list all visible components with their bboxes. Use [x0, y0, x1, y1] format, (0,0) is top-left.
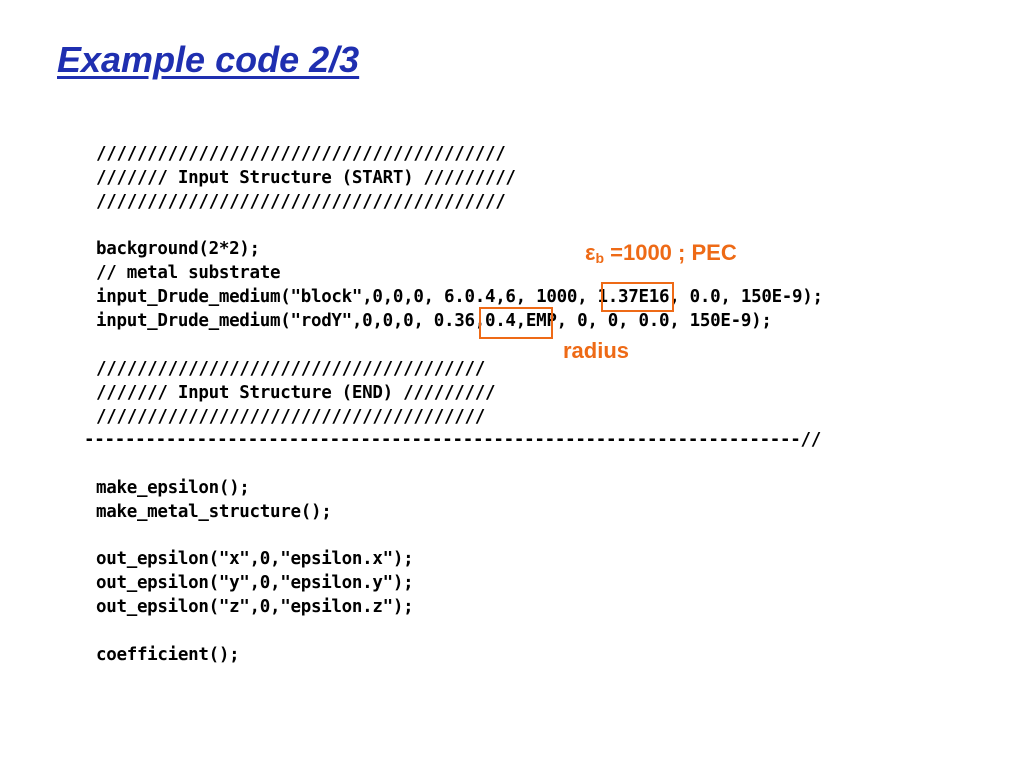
highlight-box-radius: [479, 307, 553, 339]
code-line: coefficient();: [96, 645, 240, 665]
epsilon-annotation: εb =1000 ; PEC: [585, 240, 737, 266]
epsilon-symbol: ε: [585, 240, 596, 265]
epsilon-subscript: b: [595, 250, 605, 266]
code-line: //////////////////////////////////////: [96, 359, 485, 379]
code-line: make_epsilon();: [96, 478, 250, 498]
slide-title: Example code 2/3: [57, 39, 360, 80]
code-line: background(2*2);: [96, 239, 260, 259]
highlight-box-epsilon: [601, 282, 674, 312]
code-line: ////////////////////////////////////////: [96, 144, 506, 164]
epsilon-value: =1000 ; PEC: [604, 240, 737, 265]
code-line: /////// Input Structure (START) ////////…: [96, 168, 516, 188]
code-line: out_epsilon("z",0,"epsilon.z");: [96, 597, 414, 617]
radius-annotation: radius: [563, 338, 630, 363]
code-line: make_metal_structure();: [96, 502, 332, 522]
code-line: ////////////////////////////////////////: [96, 192, 506, 212]
code-line: out_epsilon("y",0,"epsilon.y");: [96, 573, 414, 593]
code-line: out_epsilon("x",0,"epsilon.x");: [96, 549, 414, 569]
code-line: /////// Input Structure (END) /////////: [96, 383, 496, 403]
code-line: input_Drude_medium("block",0,0,0, 6.0.4,…: [96, 287, 823, 307]
code-line: ----------------------------------------…: [84, 430, 821, 450]
code-line: //////////////////////////////////////: [96, 407, 485, 427]
code-line: input_Drude_medium("rodY",0,0,0, 0.36,0.…: [96, 311, 772, 331]
code-line: // metal substrate: [96, 263, 281, 283]
